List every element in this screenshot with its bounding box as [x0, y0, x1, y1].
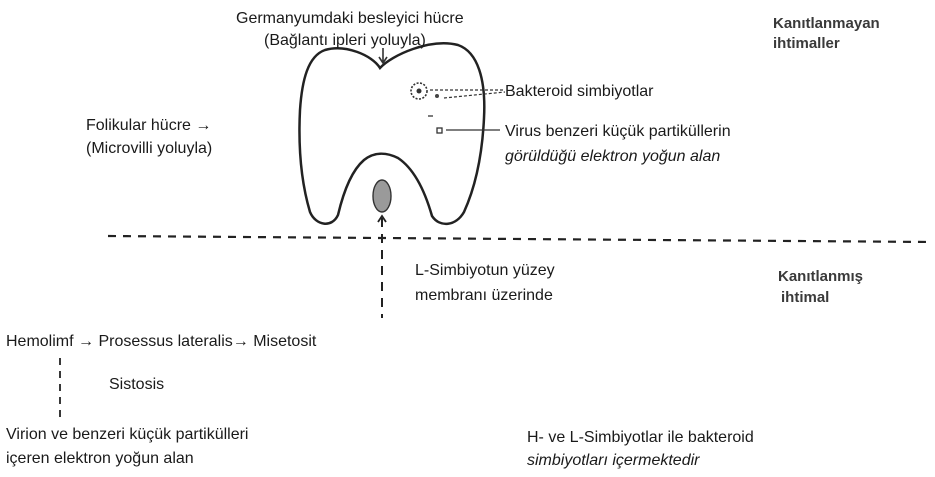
connection-threads-label: (Bağlantı ipleri yoluyla): [264, 30, 426, 51]
virus-area-label-line1: Virus benzeri küçük partiküllerin: [505, 121, 731, 142]
proven-separator-line: [108, 236, 932, 242]
electron-dense-dot: [437, 128, 442, 133]
proven-subheading: ihtimal: [781, 289, 829, 307]
follicle-cell-label: Folikular hücre →: [86, 115, 211, 136]
virion-label-line1: Virion ve benzeri küçük partikülleri: [6, 424, 248, 445]
proven-heading: Kanıtlanmış: [778, 268, 863, 286]
symbiont-entry-blob: [373, 180, 391, 212]
nurse-cell-label: Germanyumdaki besleyici hücre: [236, 8, 464, 29]
unproven-heading: Kanıtlanmayan: [773, 15, 880, 33]
symbionts-label-line2: simbiyotları içermektedir: [527, 450, 699, 471]
oocyte-outline: [299, 43, 484, 224]
arrow-1: →: [78, 333, 94, 350]
arrow-2: →: [233, 333, 249, 350]
virus-area-label-line2: görüldüğü elektron yoğun alan: [505, 146, 720, 167]
sistosis-label: Sistosis: [109, 374, 164, 395]
symbionts-label-line1: H- ve L-Simbiyotlar ile bakteroid: [527, 427, 754, 448]
hemolimf-label: Hemolimf: [6, 333, 74, 350]
membrane-label-line1: L-Simbiyotun yüzey: [415, 260, 555, 281]
membrane-label-line2: membranı üzerinde: [415, 285, 553, 306]
bacteroid-symbionts-label: Bakteroid simbiyotlar: [505, 81, 654, 102]
prosessus-lateralis-label: Prosessus lateralis: [98, 333, 232, 350]
misetosit-label: Misetosit: [253, 333, 316, 350]
pathway-row: Hemolimf → Prosessus lateralis→ Misetosi…: [6, 331, 316, 352]
particle-dot-1: [435, 94, 439, 98]
bacteroid-symbiont-core: [417, 89, 422, 94]
bacteroid-leader-2: [444, 92, 505, 98]
microvilli-label: (Microvilli yoluyla): [86, 138, 212, 159]
virion-label-line2: içeren elektron yoğun alan: [6, 448, 194, 469]
unproven-subheading: ihtimaller: [773, 35, 840, 53]
